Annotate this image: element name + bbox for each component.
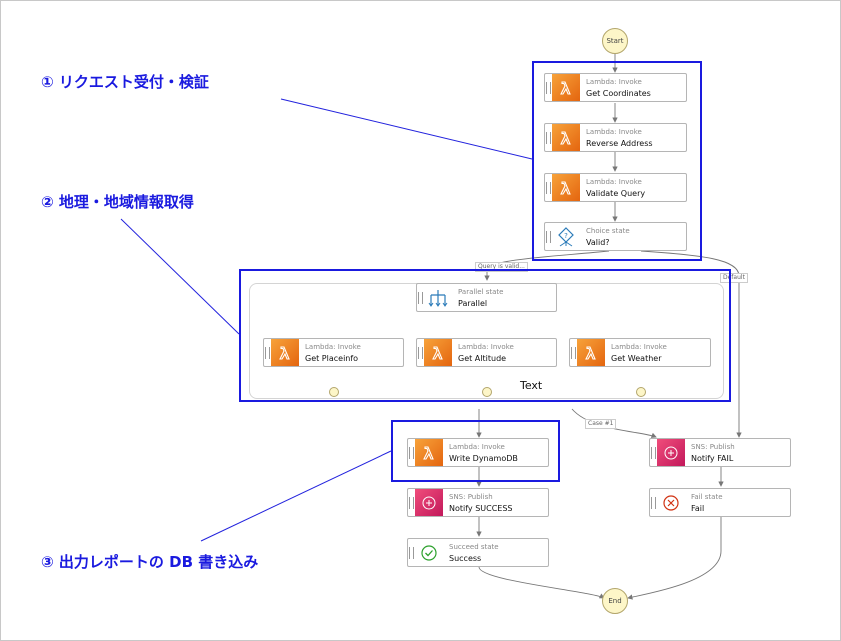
node-name: Valid? xyxy=(586,237,610,247)
node-type: SNS: Publish xyxy=(449,492,493,501)
highlight-frame-validation xyxy=(532,61,702,261)
drag-handle-icon[interactable] xyxy=(408,489,415,516)
node-type: Fail state xyxy=(691,492,723,501)
annotation-db-write: ③ 出力レポートの DB 書き込み xyxy=(41,553,259,571)
branch-end-dot xyxy=(329,387,339,397)
end-state[interactable]: End xyxy=(602,588,628,614)
edge-label-valid: Query is valid... xyxy=(475,262,528,272)
node-name: Get Altitude xyxy=(458,353,507,363)
lambda-icon xyxy=(577,339,605,366)
lambda-icon xyxy=(552,124,580,151)
drag-handle-icon[interactable] xyxy=(408,539,415,566)
annotation-request-validation: ① リクエスト受付・検証 xyxy=(41,73,209,91)
node-name: Notify SUCCESS xyxy=(449,503,513,513)
lambda-icon xyxy=(415,439,443,466)
start-state[interactable]: Start xyxy=(602,28,628,54)
node-name: Success xyxy=(449,553,482,563)
node-name: Validate Query xyxy=(586,188,646,198)
lambda-icon xyxy=(271,339,299,366)
sns-icon xyxy=(415,489,443,516)
node-name: Get Placeinfo xyxy=(305,353,359,363)
drag-handle-icon[interactable] xyxy=(650,489,657,516)
lambda-icon xyxy=(552,74,580,101)
lambda-icon xyxy=(424,339,452,366)
node-type: Lambda: Invoke xyxy=(586,77,642,86)
svg-text:?: ? xyxy=(564,232,568,240)
node-type: Lambda: Invoke xyxy=(586,177,642,186)
text-label: Text xyxy=(520,379,543,392)
node-name: Write DynamoDB xyxy=(449,453,518,463)
node-name: Notify FAIL xyxy=(691,453,734,463)
error-circle-icon xyxy=(657,489,685,516)
highlight-frame-db xyxy=(391,420,560,482)
choice-icon: ? xyxy=(552,223,580,250)
edge-label-case1: Case #1 xyxy=(585,419,617,429)
node-name: Get Weather xyxy=(611,353,662,363)
node-type: Succeed state xyxy=(449,542,499,551)
branch-end-dot xyxy=(636,387,646,397)
highlight-frame-geo xyxy=(239,269,731,402)
node-type: SNS: Publish xyxy=(691,442,735,451)
node-type: Lambda: Invoke xyxy=(449,442,505,451)
node-type: Lambda: Invoke xyxy=(305,342,361,351)
branch-end-dot xyxy=(482,387,492,397)
annotation-geo-info: ② 地理・地域情報取得 xyxy=(41,193,194,211)
node-type: Choice state xyxy=(586,226,630,235)
sns-icon xyxy=(657,439,685,466)
lambda-icon xyxy=(552,174,580,201)
node-name: Reverse Address xyxy=(586,138,653,148)
end-label: End xyxy=(608,597,622,605)
drag-handle-icon[interactable] xyxy=(650,439,657,466)
node-type: Lambda: Invoke xyxy=(586,127,642,136)
node-type: Parallel state xyxy=(458,287,504,296)
edge-label-default: Default xyxy=(720,273,748,283)
node-name: Get Coordinates xyxy=(586,88,651,98)
start-label: Start xyxy=(606,37,624,45)
node-name: Fail xyxy=(691,503,705,513)
node-type: Lambda: Invoke xyxy=(611,342,667,351)
node-name: Parallel xyxy=(458,298,488,308)
parallel-icon xyxy=(424,284,452,311)
check-circle-icon xyxy=(415,539,443,566)
node-type: Lambda: Invoke xyxy=(458,342,514,351)
